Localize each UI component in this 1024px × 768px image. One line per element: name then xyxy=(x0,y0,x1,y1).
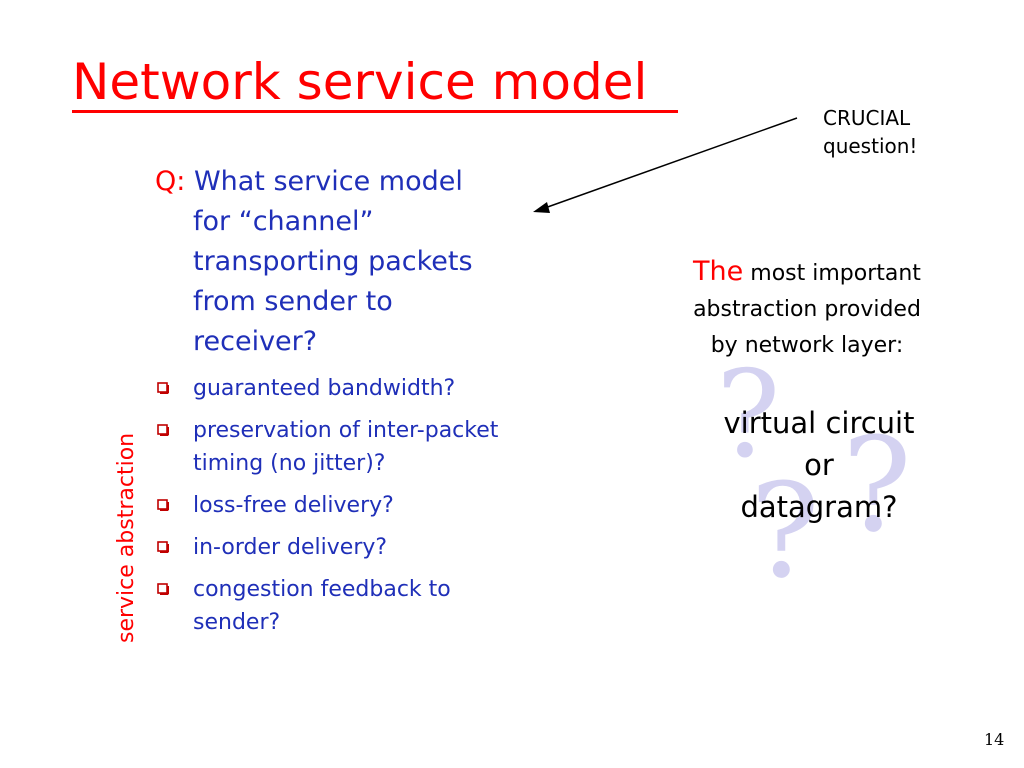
bullet-text: loss-free delivery? xyxy=(193,493,394,518)
question-line-4: from sender to xyxy=(193,286,393,317)
bullet-text: guaranteed bandwidth? xyxy=(193,376,456,401)
vc-or-datagram: virtual circuit or datagram? xyxy=(688,402,950,528)
bullet-list: guaranteed bandwidth? preservation of in… xyxy=(155,372,595,648)
important-line-3: by network layer: xyxy=(710,333,904,358)
question-line-2: for “channel” xyxy=(193,206,374,237)
decorative-question-mark-icon: ? xyxy=(842,409,912,561)
choice-line-2: or xyxy=(804,448,834,482)
question-block: Q: What service model for “channel” tran… xyxy=(155,162,545,362)
hollow-square-bullet-icon xyxy=(157,499,169,511)
bullet-text: timing (no jitter)? xyxy=(193,451,386,476)
slide-title: Network service model xyxy=(72,53,648,111)
hollow-square-bullet-icon xyxy=(157,541,169,553)
crucial-callout: CRUCIAL question! xyxy=(823,104,917,160)
bullet-text: preservation of inter-packet xyxy=(193,418,499,443)
question-text-1: What service model xyxy=(193,166,463,197)
choice-line-3: datagram? xyxy=(740,490,898,524)
list-item: congestion feedback to sender? xyxy=(155,573,595,639)
decorative-question-mark-icon: ? xyxy=(750,455,820,607)
important-line-2: abstraction provided xyxy=(693,297,921,322)
hollow-square-bullet-icon xyxy=(157,583,169,595)
list-item: loss-free delivery? xyxy=(155,489,595,522)
hollow-square-bullet-icon xyxy=(157,424,169,436)
page-number: 14 xyxy=(984,730,1005,749)
list-item: preservation of inter-packet timing (no … xyxy=(155,414,595,480)
question-label: Q: xyxy=(155,166,186,197)
list-item: guaranteed bandwidth? xyxy=(155,372,595,405)
question-line-5: receiver? xyxy=(193,326,318,357)
bullet-text: sender? xyxy=(193,610,281,635)
bullet-text: in-order delivery? xyxy=(193,535,388,560)
hollow-square-bullet-icon xyxy=(157,382,169,394)
question-line-1: Q: What service model xyxy=(155,162,545,202)
callout-line-1: CRUCIAL xyxy=(823,106,911,130)
bullet-text: congestion feedback to xyxy=(193,577,451,602)
title-underline xyxy=(72,110,678,113)
choice-line-1: virtual circuit xyxy=(723,406,915,440)
list-item: in-order delivery? xyxy=(155,531,595,564)
service-abstraction-label: service abstraction xyxy=(114,432,139,643)
important-note: The most important abstraction provided … xyxy=(664,254,950,364)
important-line-1-rest: most important xyxy=(750,261,921,286)
decorative-question-mark-icon: ? xyxy=(716,346,781,485)
callout-line-2: question! xyxy=(823,134,918,158)
important-the: The xyxy=(693,256,744,287)
important-line-1: The most important xyxy=(664,254,950,292)
question-line-3: transporting packets xyxy=(193,246,473,277)
